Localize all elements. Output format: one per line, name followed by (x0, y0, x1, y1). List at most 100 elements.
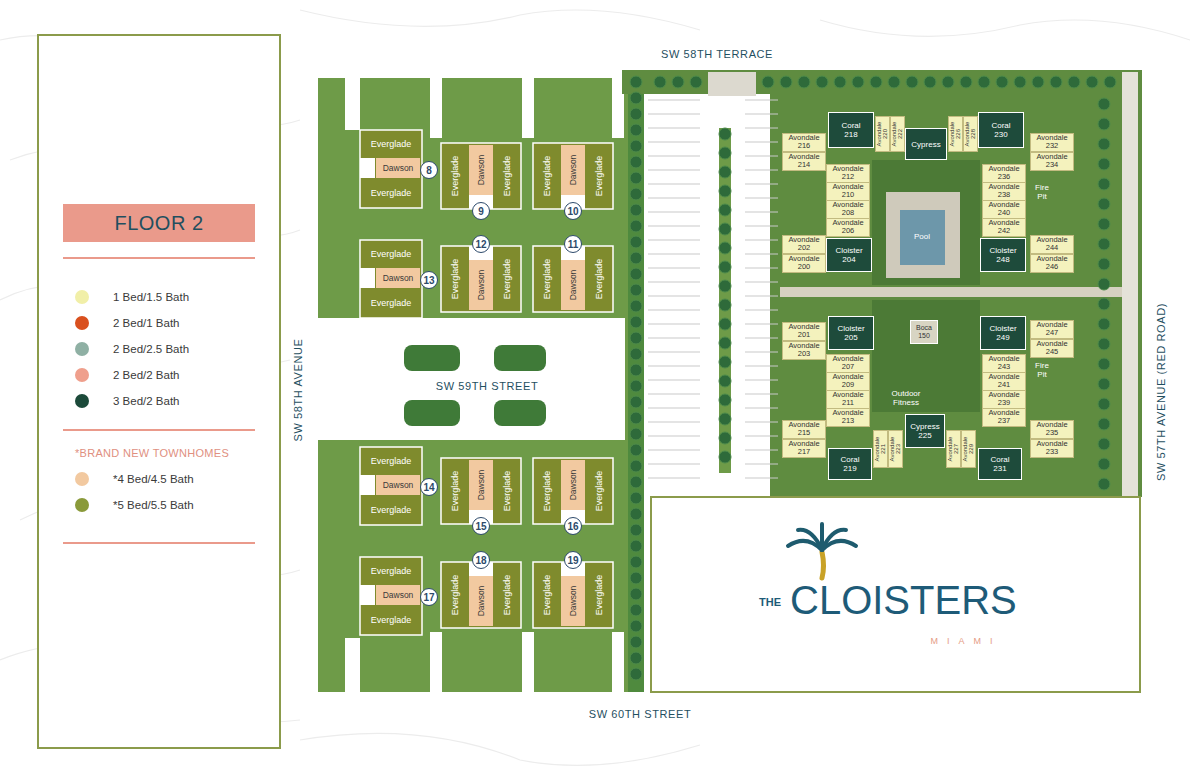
apartment-unit: Cloister205 (828, 316, 874, 350)
townhome-building (441, 143, 521, 209)
townhome-unit: Everglade (362, 132, 420, 156)
unit-text-group: Everglade (542, 259, 552, 300)
tree (780, 76, 792, 88)
tree (1098, 198, 1110, 210)
unit-text-group: Avondale236 (988, 165, 1019, 181)
unit-label: 15 (475, 521, 486, 532)
unit-label: Everglade (450, 471, 460, 512)
tree (719, 413, 731, 425)
tree (762, 76, 774, 88)
entry-notch (360, 158, 375, 178)
driveway (612, 632, 624, 692)
townhome-building (360, 240, 422, 318)
unit-label: 216 (788, 142, 819, 150)
unit-label: 13 (423, 275, 434, 286)
apartment-unit: Avondale246 (1030, 254, 1074, 273)
parking-stall (745, 408, 778, 409)
unit-text-group: Everglade (502, 259, 512, 300)
townhome-building (533, 143, 613, 209)
townhome-unit: Dawson (469, 145, 493, 195)
building-number: 15 (472, 517, 490, 535)
tree (719, 432, 731, 444)
apartment-unit: Cloister248 (980, 238, 1026, 272)
parking-stall (745, 324, 778, 325)
map-label: MIAMI (931, 636, 1002, 646)
unit-label: Avondale (788, 236, 819, 244)
tree (630, 604, 642, 616)
hedge (494, 400, 546, 426)
unit-text-group: Everglade (502, 471, 512, 512)
unit-label: 203 (788, 350, 819, 358)
unit-text-group: Avondale245 (1036, 340, 1067, 356)
entry-notch (360, 475, 375, 495)
unit-text-group: Coral230 (991, 121, 1010, 139)
unit-label: Everglade (594, 259, 604, 300)
tree (630, 620, 642, 632)
unit-label: 218 (841, 130, 860, 139)
unit-label: Avondale (788, 323, 819, 331)
unit-label: 14 (423, 482, 434, 493)
entry-notch (360, 585, 375, 605)
unit-text-group: Avondale235 (1036, 421, 1067, 437)
unit-text-group: Dawson (568, 470, 578, 501)
unit-label: 19 (567, 555, 578, 566)
unit-label: Avondale (947, 437, 953, 462)
unit-label: Avondale (832, 219, 863, 227)
parking-stall (648, 296, 700, 297)
parking-stall (745, 478, 778, 479)
unit-label: 231 (990, 464, 1009, 473)
tree (630, 508, 642, 520)
tree (870, 76, 882, 88)
apartment-unit: Avondale214 (782, 152, 826, 171)
tree (834, 76, 846, 88)
parking-stall (648, 366, 700, 367)
tree (630, 204, 642, 216)
apartment-unit: Avondale210 (826, 182, 870, 201)
unit-label: Avondale (1036, 255, 1067, 263)
unit-label: 232 (1036, 142, 1067, 150)
unit-label: Avondale (988, 165, 1019, 173)
unit-text-group: Everglade (450, 259, 460, 300)
parking-stall (648, 142, 700, 143)
unit-text-group: Everglade (502, 156, 512, 197)
courtyard (872, 300, 980, 412)
palm-frond (798, 530, 822, 550)
unit-label: Dawson (476, 270, 486, 301)
parking-stall (745, 394, 778, 395)
parking-stall (745, 338, 778, 339)
map-label: SW 58TH TERRACE (659, 48, 775, 60)
divider-line (63, 257, 255, 259)
unit-label: 248 (989, 255, 1016, 264)
parking-stall (745, 352, 778, 353)
townhome-unit: Dawson (469, 576, 493, 626)
tree (1098, 238, 1110, 250)
map-label: Pool (914, 232, 930, 241)
townhome-unit: Dawson (469, 260, 493, 310)
unit-label: Avondale (788, 255, 819, 263)
apartment-unit: Avondale228 (963, 116, 978, 152)
divider-line (63, 542, 255, 544)
unit-label: 235 (1036, 429, 1067, 437)
parking-stall (648, 226, 700, 227)
unit-text-group: Dawson (476, 470, 486, 501)
parking-stall (648, 310, 700, 311)
unit-label: Dawson (568, 155, 578, 186)
tree (719, 337, 731, 349)
building-number: 17 (420, 588, 438, 606)
unit-text-group: Dawson (568, 155, 578, 186)
unit-label: 237 (988, 417, 1019, 425)
unit-text-group: Avondale202 (788, 236, 819, 252)
parking-stall (648, 380, 700, 381)
unit-text-group: Avondale200 (788, 255, 819, 271)
townhome-unit: Dawson (561, 260, 585, 310)
unit-label: 12 (475, 239, 486, 250)
parking-stall (745, 128, 778, 129)
townhome-unit: Everglade (362, 290, 420, 316)
unit-label: 225 (910, 431, 939, 440)
tree (630, 140, 642, 152)
unit-text-group: Avondale222 (891, 122, 903, 147)
unit-label: 207 (832, 363, 863, 371)
hedge (494, 345, 546, 371)
street-band (318, 318, 625, 440)
tree (630, 236, 642, 248)
